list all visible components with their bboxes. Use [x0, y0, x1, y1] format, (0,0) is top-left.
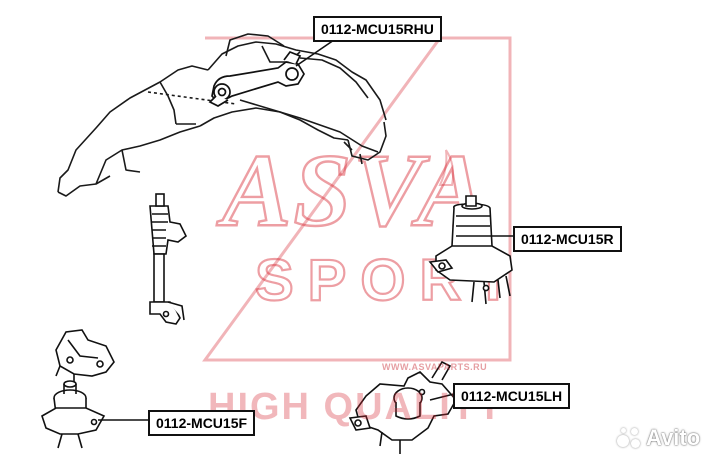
engine-mount-r — [428, 195, 513, 305]
leader-rhu — [295, 39, 335, 67]
avito-dots-icon — [616, 426, 642, 450]
callout-0112-mcu15lh: 0112-MCU15LH — [453, 383, 571, 409]
leader-lh — [429, 393, 455, 401]
watermark-brand-top: ASVA — [216, 133, 488, 248]
strut-mount — [149, 193, 188, 325]
callout-0112-mcu15r: 0112-MCU15R — [513, 226, 622, 252]
leader-lines — [98, 39, 514, 421]
engine-mount-f — [41, 329, 115, 449]
torque-rod-rhu — [208, 50, 305, 107]
avito-logo: Avito — [616, 424, 700, 452]
watermark-url: WWW.ASVAPARTS.RU — [382, 362, 488, 372]
engine-block — [57, 33, 387, 197]
callout-0112-mcu15f: 0112-MCU15F — [148, 410, 256, 436]
avito-text: Avito — [646, 425, 701, 450]
engine-mount-lh — [348, 360, 457, 454]
callout-0112-mcu15rhu: 0112-MCU15RHU — [313, 16, 442, 42]
